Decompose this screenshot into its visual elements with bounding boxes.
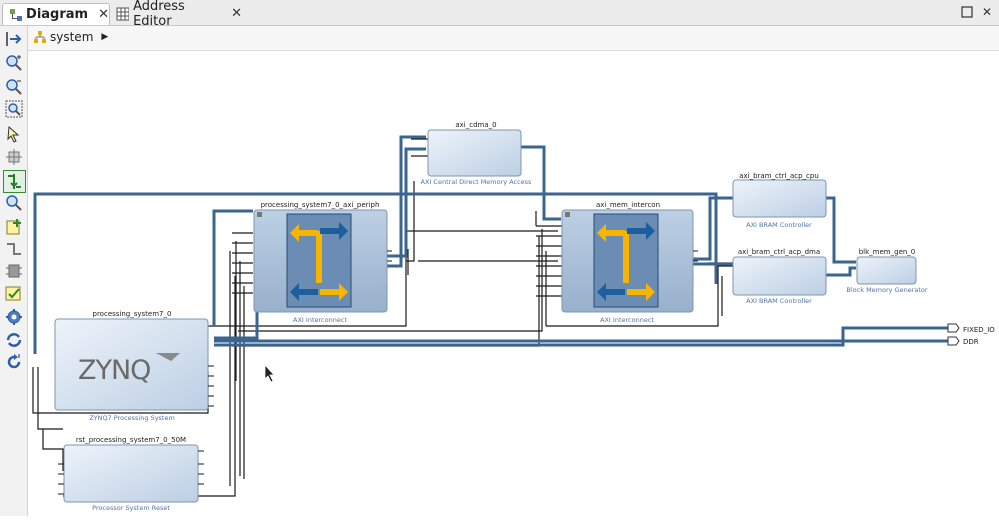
route-icon[interactable] [5, 240, 23, 258]
block-blk-mem-gen-0[interactable]: blk_mem_gen_0 Block Memory Generator [846, 248, 927, 294]
diagram-canvas[interactable]: axi_cdma_0 AXI Central Direct Memory Acc… [28, 51, 999, 516]
block-type: AXI Interconnect [293, 316, 347, 324]
external-port-ddr[interactable]: DDR [947, 336, 979, 346]
tab-address-editor[interactable]: Address Editor ✕ [112, 0, 242, 29]
chevron-right-icon[interactable]: ▶ [101, 32, 109, 42]
block-title: processing_system7_0_axi_periph [261, 201, 380, 209]
close-icon[interactable]: ✕ [231, 6, 242, 21]
block-body [732, 179, 827, 218]
port-label: DDR [963, 338, 979, 346]
diagram-icon [10, 8, 22, 21]
block-processing-system7-0[interactable]: processing_system7_0 ZYNQ ZYNQ7 Processi… [54, 310, 209, 422]
zynq-logo: ZYNQ [78, 355, 150, 386]
breadcrumb-label: system [50, 30, 94, 44]
search-icon[interactable] [5, 194, 23, 212]
breadcrumb-item-root[interactable]: system ▶ [33, 30, 108, 44]
tab-label: Diagram [26, 7, 89, 22]
block-axi-bram-ctrl-acp-dma[interactable]: axi_bram_ctrl_acp_dma AXI BRAM Controlle… [732, 248, 827, 305]
block-type: ZYNQ7 Processing System [89, 414, 175, 422]
block-axi-periph[interactable]: processing_system7_0_axi_periph AXI Inte… [253, 201, 388, 324]
restore-icon[interactable] [961, 6, 973, 18]
block-axi-cdma-0[interactable]: axi_cdma_0 AXI Central Direct Memory Acc… [421, 121, 533, 186]
block-title: axi_bram_ctrl_acp_cpu [739, 172, 819, 180]
block-title: axi_mem_intercon [596, 201, 660, 209]
block-type: AXI BRAM Controller [746, 297, 812, 305]
block-body [54, 318, 209, 411]
block-corner-marker [565, 212, 570, 217]
refresh-icon[interactable] [5, 353, 23, 371]
tab-label: Address Editor [133, 0, 185, 29]
block-type: Block Memory Generator [846, 286, 927, 294]
block-title: processing_system7_0 [93, 310, 172, 318]
mouse-cursor-icon [264, 363, 275, 383]
block-title: axi_bram_ctrl_acp_dma [738, 248, 820, 256]
split-icon[interactable] [5, 262, 23, 280]
block-corner-marker [257, 212, 262, 217]
block-axi-mem-intercon[interactable]: axi_mem_intercon AXI Interconnect [561, 201, 694, 324]
run-automation-icon[interactable] [5, 308, 23, 326]
block-title: rst_processing_system7_0_50M [76, 436, 186, 444]
block-type: AXI Interconnect [600, 316, 654, 324]
zoom-out-icon[interactable] [5, 78, 23, 96]
block-type: Processor System Reset [92, 504, 170, 512]
breadcrumb: system ▶ [28, 26, 999, 51]
close-icon[interactable]: ✕ [981, 5, 993, 19]
zynq-logo-mark [156, 353, 180, 361]
diagram-toolbar [0, 26, 28, 516]
tab-bar: Diagram ✕ Address Editor ✕ ✕ [0, 0, 999, 29]
block-body [732, 256, 827, 296]
block-title: blk_mem_gen_0 [859, 248, 916, 256]
zoom-fit-icon[interactable] [5, 100, 23, 118]
block-type: AXI Central Direct Memory Access [421, 178, 533, 186]
block-body [427, 129, 522, 177]
close-icon[interactable]: ✕ [98, 7, 109, 22]
table-grid-icon [116, 7, 130, 20]
hierarchy-icon [34, 31, 46, 43]
validate-icon[interactable] [5, 285, 23, 303]
select-icon[interactable] [5, 125, 23, 143]
block-title: axi_cdma_0 [455, 121, 496, 129]
block-body [63, 444, 199, 503]
fit-selection-icon[interactable] [5, 148, 23, 166]
regenerate-icon[interactable] [5, 331, 23, 349]
bus-wires [33, 135, 948, 354]
port-label: FIXED_IO [963, 326, 995, 334]
tab-diagram[interactable]: Diagram ✕ [2, 3, 110, 25]
block-rst-processing-system7-0-50m[interactable]: rst_processing_system7_0_50M Processor S… [63, 436, 199, 512]
block-body [856, 256, 917, 285]
auto-connect-icon[interactable] [3, 170, 26, 193]
block-type: AXI BRAM Controller [746, 221, 812, 229]
block-axi-bram-ctrl-acp-cpu[interactable]: axi_bram_ctrl_acp_cpu AXI BRAM Controlle… [732, 172, 827, 229]
pin-stubs [58, 250, 698, 495]
external-port-fixed-io[interactable]: FIXED_IO [947, 323, 995, 334]
add-ip-icon[interactable] [5, 218, 23, 236]
collapse-icon[interactable] [5, 30, 23, 48]
zoom-in-icon[interactable] [5, 54, 23, 72]
